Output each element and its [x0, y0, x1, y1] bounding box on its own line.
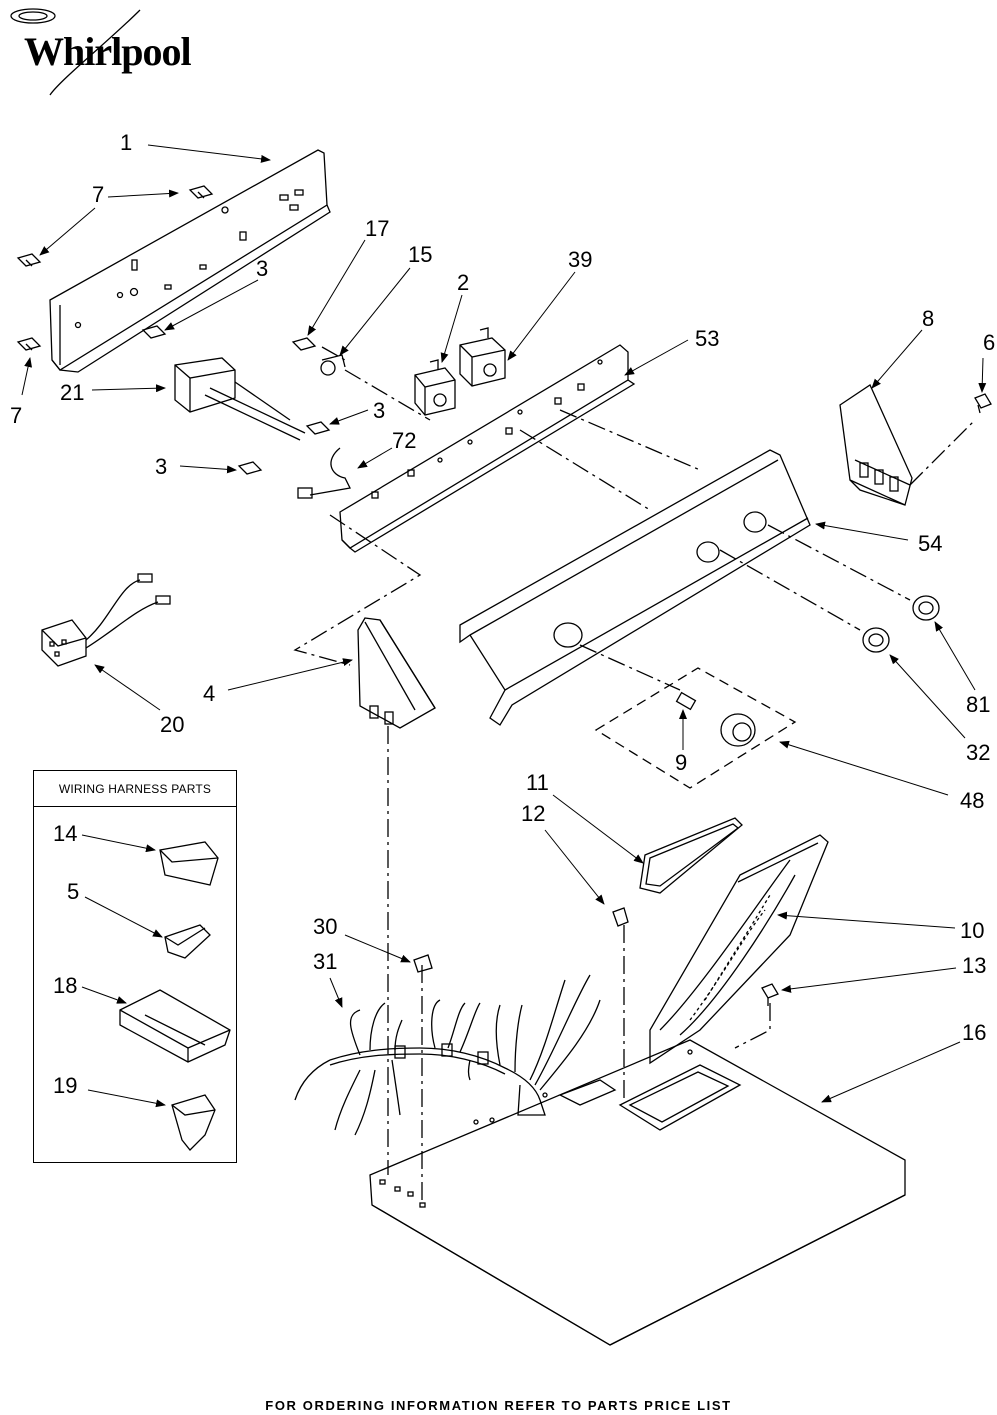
end-cap-left	[358, 618, 435, 728]
callout-17: 17	[365, 218, 389, 240]
wiring-harness-parts-title: WIRING HARNESS PARTS	[34, 771, 236, 807]
end-cap-right	[840, 385, 912, 505]
top-panel	[370, 1040, 905, 1345]
lint-screen	[640, 818, 742, 893]
callout-2: 2	[457, 272, 469, 294]
callout-1: 1	[120, 132, 132, 154]
callout-81: 81	[966, 694, 990, 716]
callout-72: 72	[392, 430, 416, 452]
wire-72	[298, 448, 350, 498]
callout-7-bottom: 7	[10, 405, 22, 427]
clip-30	[414, 955, 432, 972]
knob-48-assembly	[596, 668, 795, 788]
callout-3-middle: 3	[373, 400, 385, 422]
brand-name: Whirlpool	[24, 28, 191, 75]
switch-15	[321, 355, 345, 375]
callout-16: 16	[962, 1022, 986, 1044]
callout-9: 9	[675, 752, 687, 774]
callout-32: 32	[966, 742, 990, 764]
callout-54: 54	[918, 533, 942, 555]
screw-3-middle	[307, 422, 329, 434]
screw-7-bottom	[18, 338, 40, 350]
screw-13	[762, 984, 778, 1006]
knob-32	[863, 628, 889, 652]
assembly-lines	[295, 347, 975, 1200]
wiring-harness-parts-box: WIRING HARNESS PARTS	[33, 770, 237, 1163]
callout-21: 21	[60, 382, 84, 404]
wire-harness-31	[295, 975, 600, 1135]
callout-4: 4	[203, 683, 215, 705]
callout-53: 53	[695, 328, 719, 350]
callout-30: 30	[313, 916, 337, 938]
callout-6: 6	[983, 332, 995, 354]
callout-12: 12	[521, 803, 545, 825]
callout-3-lower: 3	[155, 456, 167, 478]
callout-3-upper: 3	[256, 258, 268, 280]
callout-10: 10	[960, 920, 984, 942]
footer-note: FOR ORDERING INFORMATION REFER TO PARTS …	[0, 1398, 997, 1413]
timer	[175, 358, 305, 440]
clip-12	[613, 908, 628, 926]
callout-8: 8	[922, 308, 934, 330]
switch-bracket	[340, 345, 634, 552]
knob-81	[913, 596, 939, 620]
harness-20	[42, 574, 170, 666]
callout-48: 48	[960, 790, 984, 812]
callout-15: 15	[408, 244, 432, 266]
screw-7-top	[190, 186, 212, 198]
callout-31: 31	[313, 951, 337, 973]
screw-3-upper	[143, 326, 165, 338]
screw-17	[293, 338, 315, 350]
callout-13: 13	[962, 955, 986, 977]
console	[460, 450, 810, 725]
callout-39: 39	[568, 249, 592, 271]
lint-duct	[650, 835, 828, 1063]
brand-logo: Whirlpool	[10, 6, 190, 106]
screw-6	[975, 394, 991, 413]
switch-39	[460, 328, 505, 386]
screw-3-lower	[239, 462, 261, 474]
switch-2	[415, 360, 455, 415]
screw-7-left	[18, 254, 40, 266]
callout-20: 20	[160, 714, 184, 736]
callout-7-top: 7	[92, 184, 104, 206]
callout-11: 11	[526, 772, 549, 794]
